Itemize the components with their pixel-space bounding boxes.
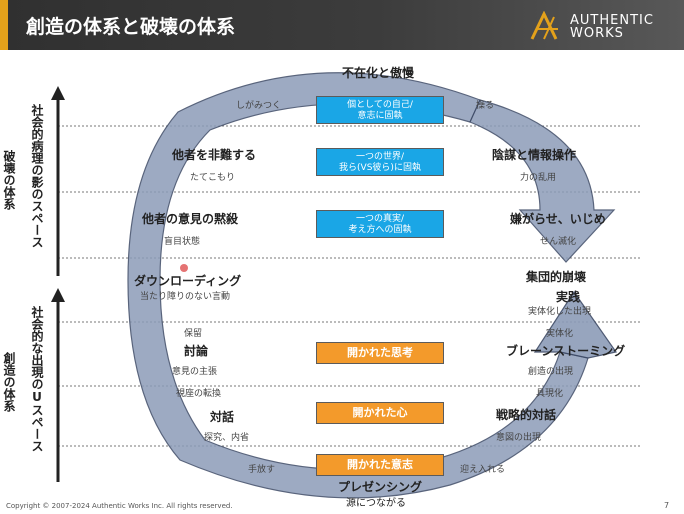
- creation-space-label: 社会的な出現のUスペース: [30, 306, 44, 452]
- embody-label: 実体化: [546, 329, 574, 339]
- realize-label: 具現化: [536, 389, 564, 399]
- one-truth-text: 一つの真実/ 考え方への固執: [348, 214, 412, 235]
- destruction-axis-arrow-icon: [51, 86, 65, 276]
- one-world-text: 一つの世界/ 我ら(VS彼ら)に固執: [339, 152, 421, 173]
- logo-wordmark: AUTHENTIC WORKS: [570, 14, 654, 40]
- destruction-space-label: 社会的病理の影のスペース: [30, 104, 44, 248]
- header-accent-bar: [0, 0, 8, 50]
- downloading-label: ダウンローディング: [134, 274, 242, 288]
- let-go-label: 手放す: [248, 465, 276, 475]
- cursor-marker: [180, 264, 188, 272]
- downloading-sub-label: 当たり障りのない言動: [140, 292, 231, 302]
- debate-label: 討論: [184, 344, 209, 358]
- annihilation-label: せん滅化: [540, 237, 577, 247]
- embodied-emergence-label: 実体化した出現: [528, 307, 592, 317]
- creation-system-label: 創造の体系: [2, 352, 16, 412]
- self-fixation-box: 個としての自己/ 意志に固執: [316, 96, 444, 124]
- collective-collapse-label: 集団的崩壊: [526, 270, 587, 284]
- one-truth-box: 一つの真実/ 考え方への固執: [316, 210, 444, 238]
- destruction-system-label: 破壊の体系: [2, 150, 16, 210]
- logo-line1: AUTHENTIC: [570, 13, 654, 28]
- clinging-label: しがみつく: [236, 101, 282, 111]
- absence-arrogance-label: 不在化と傲慢: [342, 66, 415, 80]
- open-will-box: 開かれた意志: [316, 454, 444, 476]
- copyright-text: Copyright © 2007-2024 Authentic Works In…: [6, 502, 233, 510]
- loop-band: [127, 72, 589, 499]
- ignore-opinions-label: 他者の意見の黙殺: [142, 212, 239, 226]
- let-come-label: 迎え入れる: [460, 465, 506, 475]
- presencing-label: プレゼンシング: [338, 480, 423, 494]
- creation-emergence-label: 創造の出現: [528, 367, 574, 377]
- creation-arrow-icon: [533, 290, 618, 359]
- page-number: 7: [664, 501, 670, 510]
- blame-others-label: 他者を非難する: [172, 148, 257, 162]
- conspiracy-label: 陰謀と情報操作: [492, 148, 577, 162]
- inquiry-label: 探究、内省: [204, 433, 250, 443]
- perspective-shift-label: 視座の転換: [176, 389, 222, 399]
- blindness-label: 盲目状態: [164, 237, 201, 247]
- strategic-dialogue-label: 戦略的対話: [496, 408, 557, 422]
- suspend-label: 保留: [184, 329, 203, 339]
- intention-emergence-label: 意図の出現: [496, 433, 542, 443]
- abuse-of-power-label: 力の乱用: [520, 173, 557, 183]
- destruction-arrow-icon: [469, 99, 616, 263]
- creation-axis-arrow-icon: [51, 288, 65, 482]
- authentic-works-logo-icon: [530, 11, 558, 40]
- one-world-box: 一つの世界/ 我ら(VS彼ら)に固執: [316, 148, 444, 176]
- open-mind-box: 開かれた思考: [316, 342, 444, 364]
- practice-label: 実践: [556, 290, 581, 304]
- manipulate-label: 操る: [476, 101, 495, 111]
- slide-title: 創造の体系と破壊の体系: [26, 16, 236, 38]
- slide-header: 創造の体系と破壊の体系 AUTHENTIC WORKS: [0, 0, 684, 50]
- connect-source-label: 源につながる: [346, 498, 406, 509]
- dialogue-label: 対話: [210, 410, 235, 424]
- logo-line2: WORKS: [570, 26, 624, 41]
- assert-opinion-label: 意見の主張: [172, 367, 218, 377]
- brainstorming-label: ブレーンストーミング: [506, 344, 626, 358]
- entrench-label: たてこもり: [190, 173, 236, 183]
- harassment-label: 嫌がらせ、いじめ: [510, 212, 606, 226]
- self-fixation-text: 個としての自己/ 意志に固執: [347, 100, 413, 121]
- open-heart-box: 開かれた心: [316, 402, 444, 424]
